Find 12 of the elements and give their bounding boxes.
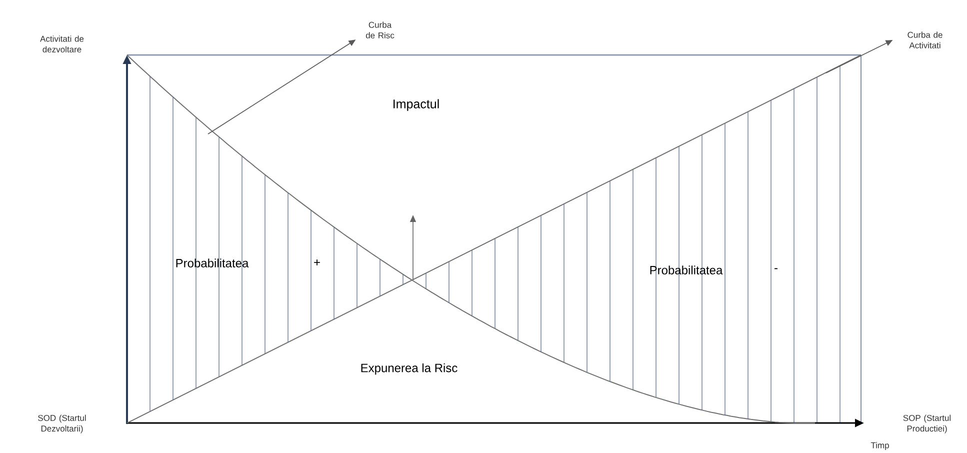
curve-label: Curba de Activitati	[908, 32, 942, 48]
region-label: Probabilitatea	[176, 258, 249, 268]
region-label: Impactul	[394, 99, 439, 111]
region-label: Probabilitatea	[650, 266, 723, 274]
axis-label: SOD (Startul Dezvoltarii)	[38, 414, 86, 434]
curve-label: Curba de Risc	[366, 22, 394, 38]
region-label: Expunerea la Risc	[361, 363, 458, 375]
axis-label: Activitati de dezvoltare	[40, 36, 84, 52]
axis-label: Timp	[870, 442, 889, 450]
sign-label: -	[774, 268, 778, 270]
axis-label: SOP (Startul Productiei)	[903, 414, 951, 434]
sign-label: +	[314, 260, 320, 266]
